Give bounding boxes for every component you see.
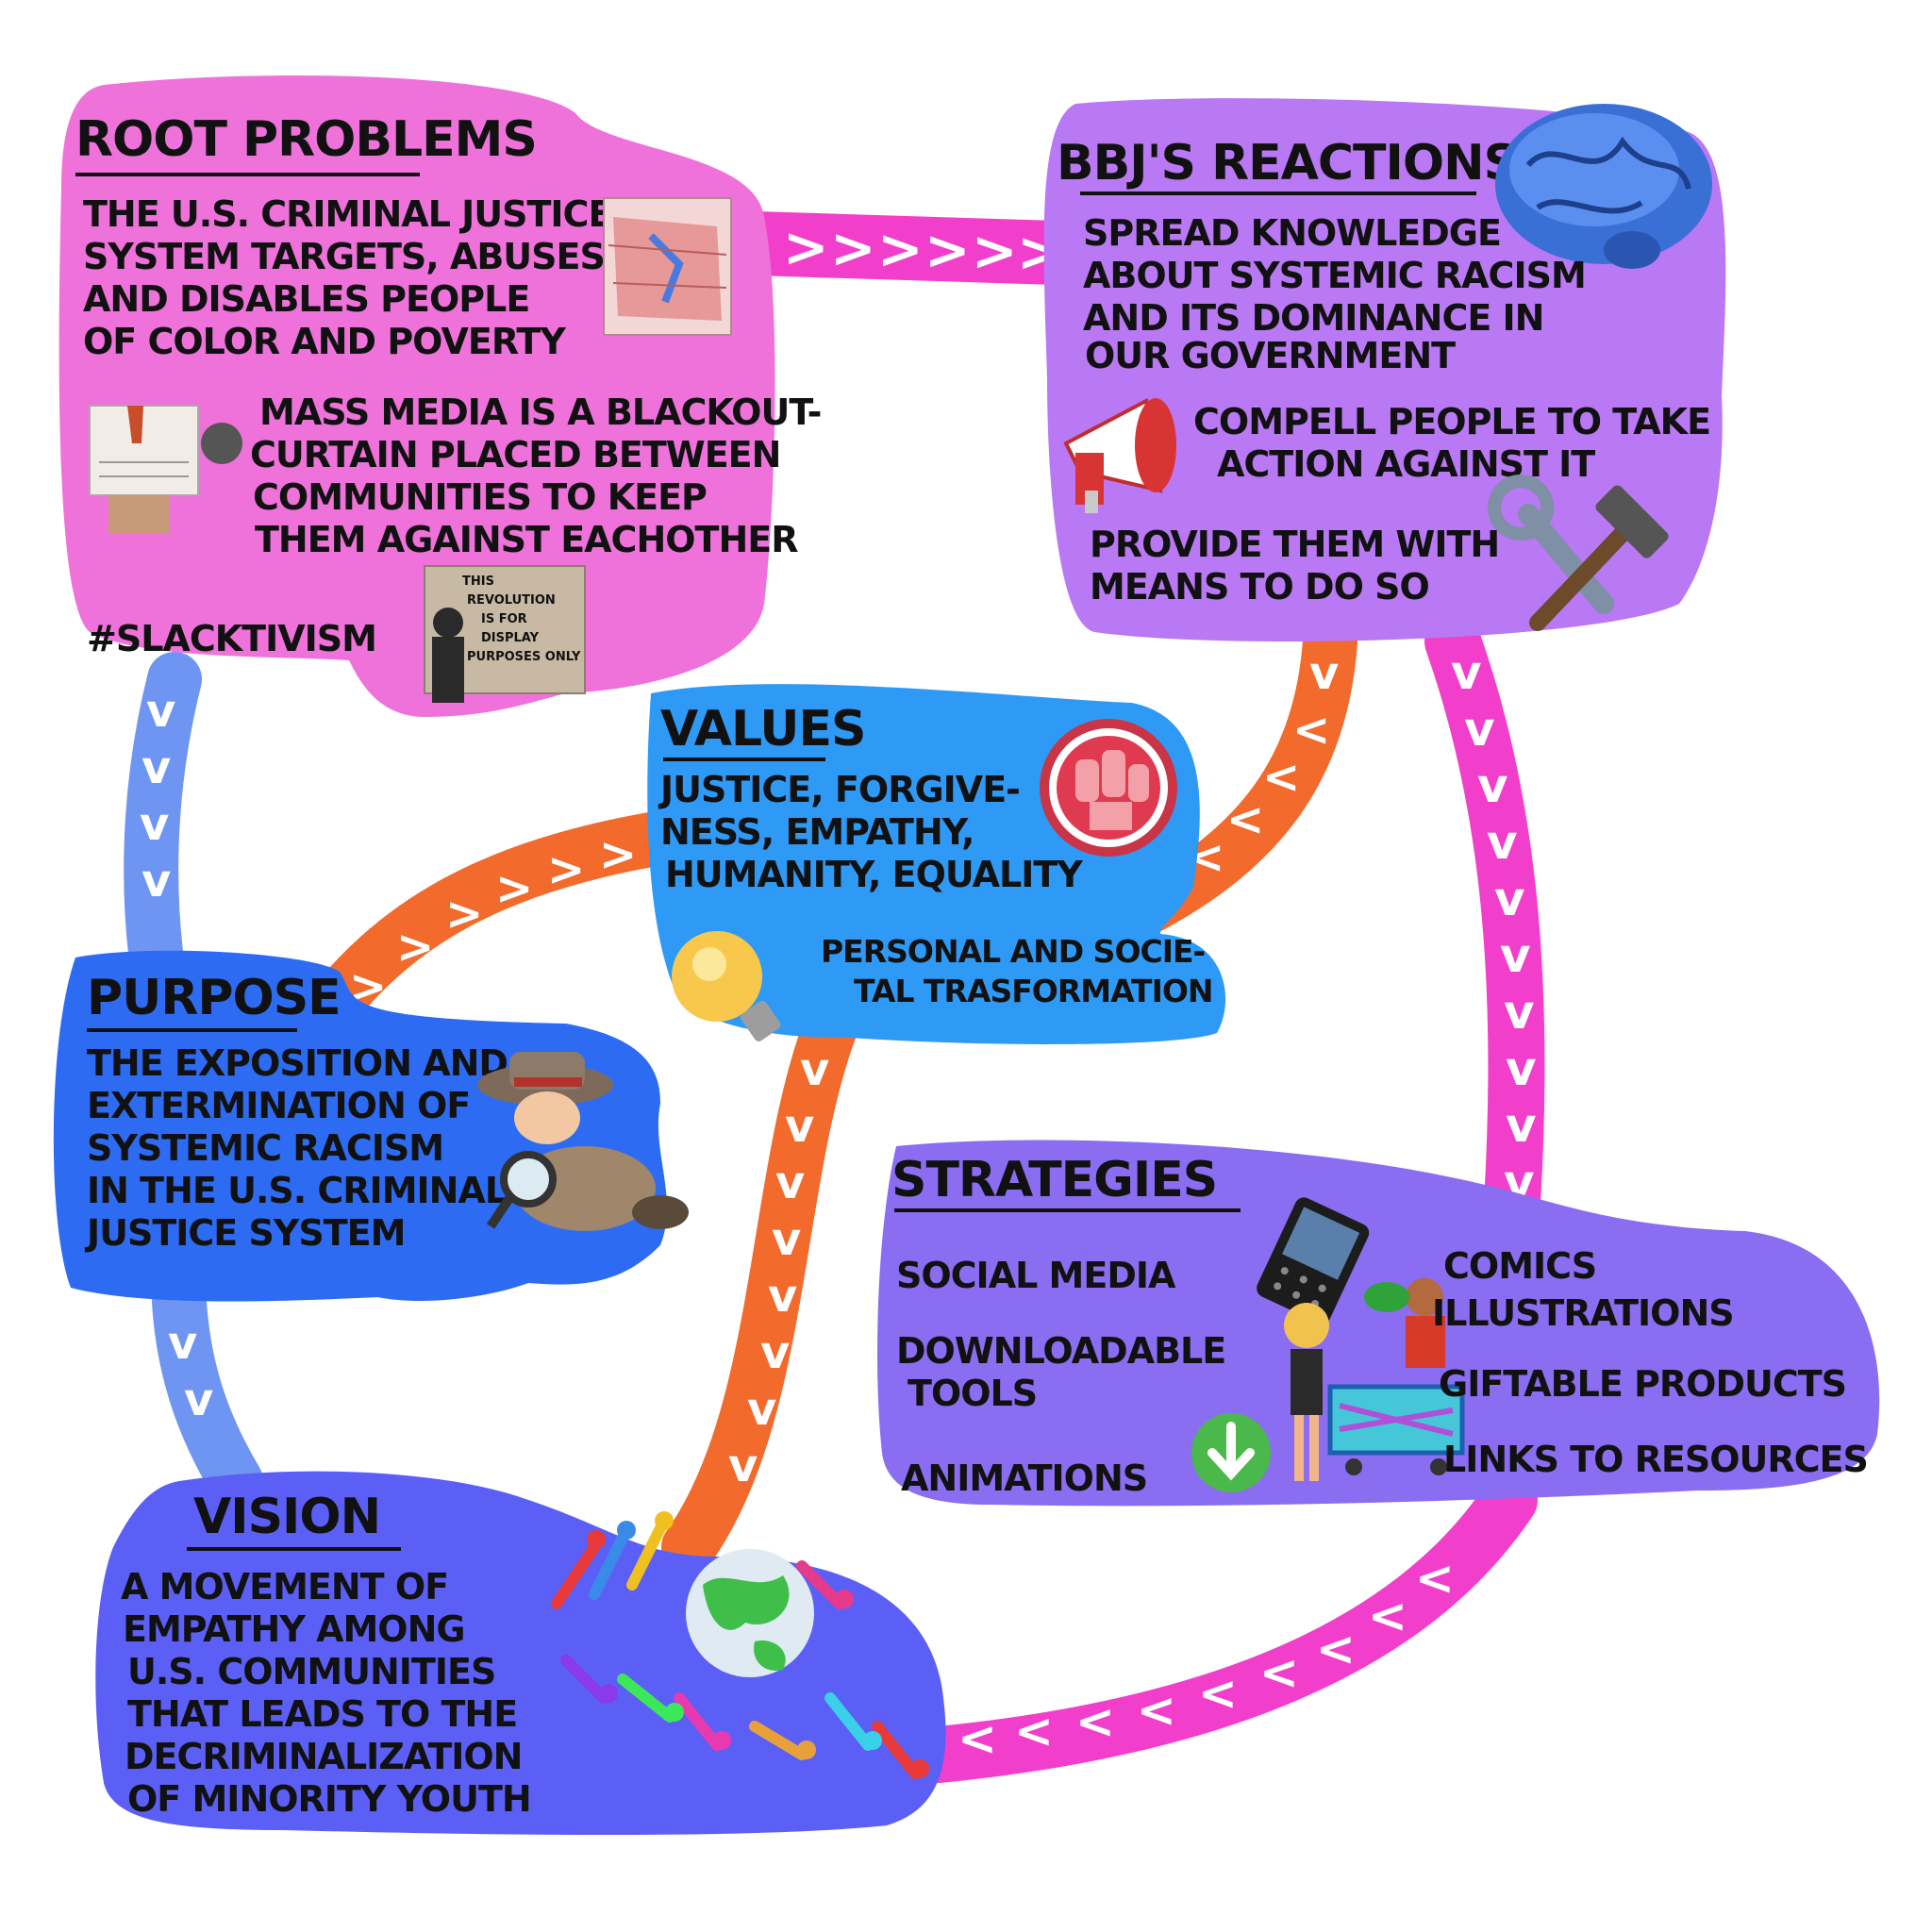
purpose-title: PURPOSE bbox=[87, 970, 341, 1026]
brain-icon bbox=[1495, 104, 1712, 269]
tools-icon bbox=[1488, 475, 1669, 631]
svg-text:v: v bbox=[1494, 872, 1525, 926]
svg-text:>: > bbox=[972, 219, 1018, 283]
svg-text:v: v bbox=[140, 798, 169, 851]
strategy-downloadable-tools: DOWNLOADABLE TOOLS bbox=[896, 1330, 1237, 1414]
svg-text:<: < bbox=[1075, 1694, 1115, 1749]
hashtag-slacktivism: #SLACKTIVISM bbox=[87, 618, 376, 659]
strategy-animations: ANIMATIONS bbox=[901, 1457, 1147, 1499]
svg-text:v: v bbox=[768, 1270, 797, 1323]
svg-text:v: v bbox=[184, 1374, 213, 1426]
svg-text:v: v bbox=[1451, 645, 1482, 700]
svg-text:>: > bbox=[877, 217, 924, 281]
reactions-card: BBJ'S REACTIONS SPREAD KNOWLEDGE ABOUT S… bbox=[1043, 98, 1726, 642]
svg-text:>: > bbox=[599, 828, 637, 881]
svg-text:v: v bbox=[1504, 985, 1535, 1040]
svg-text:v: v bbox=[1477, 758, 1508, 813]
svg-text:<: < bbox=[1292, 704, 1330, 757]
purpose-text: THE EXPOSITION AND EXTERMINATION OF SYST… bbox=[84, 1042, 519, 1254]
svg-text:<: < bbox=[1137, 1683, 1176, 1738]
strategy-social-media: SOCIAL MEDIA bbox=[896, 1255, 1176, 1296]
protest-sign-icon: THIS REVOLUTION IS FOR DISPLAY PURPOSES … bbox=[424, 565, 586, 703]
svg-text:<: < bbox=[1259, 1645, 1299, 1700]
arrow-root-to-reactions: >>> >>> bbox=[723, 211, 1089, 285]
svg-text:v: v bbox=[775, 1157, 805, 1209]
svg-text:THIS REVOLUTION: THIS REVOLUTION IS FOR DISPLAY PURPOSES … bbox=[462, 575, 581, 664]
shopping-people-icon bbox=[1284, 1278, 1465, 1481]
svg-text:<: < bbox=[958, 1711, 997, 1766]
map-icon bbox=[603, 197, 732, 336]
values-card: VALUES JUSTICE, FORGIVE- NESS, EMPATHY, … bbox=[647, 684, 1226, 1044]
svg-text:v: v bbox=[772, 1213, 801, 1266]
svg-text:v: v bbox=[168, 1317, 197, 1370]
root-problems-card: ROOT PROBLEMS THE U.S. CRIMINAL JUSTICE … bbox=[58, 75, 833, 717]
root-problems-text-1: THE U.S. CRIMINAL JUSTICE SYSTEM TARGETS… bbox=[83, 193, 624, 362]
svg-text:<: < bbox=[1014, 1704, 1054, 1758]
svg-text:v: v bbox=[1500, 928, 1531, 983]
arrow-values-to-vision: vvv vvv vv bbox=[661, 1001, 858, 1574]
svg-text:v: v bbox=[728, 1440, 758, 1492]
arrow-reactions-to-vision: vvv vvv vvv v <<< <<< <<< bbox=[910, 613, 1545, 1783]
svg-text:<: < bbox=[1262, 751, 1300, 804]
svg-text:>: > bbox=[495, 862, 533, 915]
svg-text:>: > bbox=[445, 888, 483, 941]
svg-text:>: > bbox=[396, 921, 434, 974]
svg-text:v: v bbox=[800, 1043, 829, 1096]
svg-text:>: > bbox=[924, 218, 971, 282]
vision-card: VISION A MOVEMENT OF EMPATHY AMONG U.S. … bbox=[95, 1471, 946, 1835]
svg-text:<: < bbox=[1198, 1666, 1238, 1721]
strategies-bubble bbox=[877, 1140, 1880, 1507]
svg-text:>: > bbox=[783, 215, 829, 279]
newspaper-icon bbox=[89, 405, 242, 533]
phone-icon bbox=[1257, 1197, 1370, 1324]
svg-text:<: < bbox=[1368, 1589, 1407, 1643]
svg-text:v: v bbox=[142, 855, 171, 908]
svg-text:v: v bbox=[747, 1383, 776, 1436]
globe-people-icon bbox=[551, 1511, 929, 1779]
values-text-2: PERSONAL AND SOCIE- TAL TRASFORMATION bbox=[821, 933, 1215, 1009]
svg-text:v: v bbox=[1487, 815, 1518, 870]
raised-fists-icon bbox=[1040, 719, 1177, 857]
svg-text:v: v bbox=[785, 1100, 814, 1153]
detective-icon bbox=[477, 1052, 689, 1231]
svg-text:v: v bbox=[1309, 647, 1339, 700]
svg-text:v: v bbox=[146, 685, 175, 738]
svg-text:v: v bbox=[1464, 702, 1495, 757]
root-problems-bubble bbox=[58, 75, 775, 717]
purpose-bubble bbox=[53, 950, 668, 1302]
values-title: VALUES bbox=[660, 701, 865, 758]
strategies-right-list: COMICS ILLUSTRATIONS GIFTABLE PRODUCTS L… bbox=[1432, 1245, 1868, 1480]
svg-text:v: v bbox=[1506, 1041, 1537, 1096]
vision-text: A MOVEMENT OF EMPATHY AMONG U.S. COMMUNI… bbox=[121, 1566, 534, 1820]
root-problems-title: ROOT PROBLEMS bbox=[75, 111, 537, 168]
root-problems-text-2: MASS MEDIA IS A BLACKOUT- CURTAIN PLACED… bbox=[250, 391, 833, 560]
download-arrow-icon bbox=[1191, 1413, 1271, 1492]
arrow-values-to-purpose: >>> >>> bbox=[303, 812, 678, 1037]
vision-title: VISION bbox=[193, 1489, 380, 1545]
svg-text:v: v bbox=[760, 1326, 790, 1379]
svg-text:<: < bbox=[1415, 1551, 1455, 1606]
svg-text:>: > bbox=[547, 843, 585, 896]
strategies-card: STRATEGIES SOCIAL MEDIA DOWNLOADABLE TOO… bbox=[877, 1140, 1880, 1507]
reactions-text-3: PROVIDE THEM WITH MEANS TO DO SO bbox=[1090, 524, 1510, 608]
svg-text:<: < bbox=[1226, 793, 1264, 846]
svg-text:v: v bbox=[1506, 1098, 1537, 1153]
reactions-title: BBJ'S REACTIONS bbox=[1057, 135, 1518, 192]
reactions-text-1: SPREAD KNOWLEDGE ABOUT SYSTEMIC RACISM A… bbox=[1083, 212, 1597, 376]
connectors: >>> >>> vvv vvv vvv v <<< <<< <<< v<< < bbox=[124, 211, 1545, 1783]
svg-text:v: v bbox=[142, 741, 171, 794]
light-bulb-icon bbox=[672, 931, 781, 1041]
strategies-title: STRATEGIES bbox=[891, 1152, 1217, 1208]
arrow-root-to-purpose: vvv v bbox=[124, 652, 202, 980]
purpose-card: PURPOSE THE EXPOSITION AND EXTERMINATION… bbox=[53, 950, 689, 1302]
svg-text:<: < bbox=[1316, 1622, 1356, 1676]
arrow-purpose-to-vision: vv bbox=[152, 1274, 263, 1508]
megaphone-icon bbox=[1063, 397, 1176, 513]
svg-text:>: > bbox=[830, 216, 876, 280]
values-text-1: JUSTICE, FORGIVE- NESS, EMPATHY, HUMANIT… bbox=[658, 769, 1083, 895]
